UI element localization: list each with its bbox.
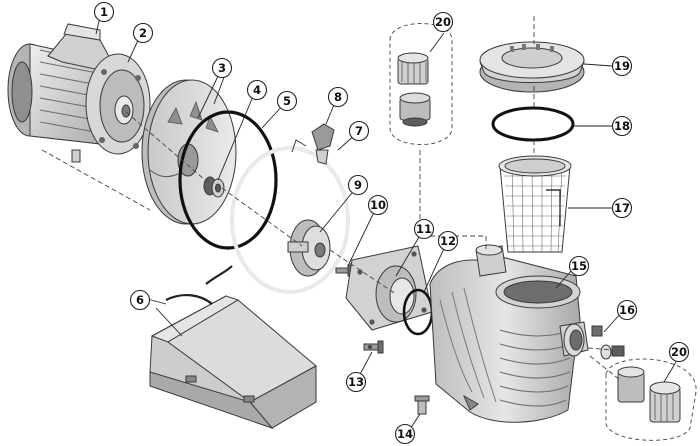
svg-text:7: 7 — [355, 124, 363, 138]
svg-text:20: 20 — [671, 345, 687, 359]
base — [149, 295, 317, 430]
callout-8: 8 — [327, 86, 349, 108]
callout-15: 15 — [568, 255, 590, 277]
svg-text:13: 13 — [348, 375, 364, 389]
callout-11: 11 — [413, 218, 435, 240]
connector — [311, 123, 335, 165]
diffuser-ring — [230, 139, 350, 294]
callout-5: 5 — [276, 90, 298, 112]
svg-text:20: 20 — [435, 15, 451, 29]
strainer-basket — [498, 155, 572, 253]
svg-text:19: 19 — [614, 59, 630, 73]
svg-text:10: 10 — [370, 198, 386, 212]
drain-screw-13 — [363, 340, 384, 354]
mechanical-seal — [203, 176, 225, 198]
callout-12: 12 — [437, 230, 459, 252]
callout-20-bottom: 20 — [668, 341, 690, 363]
callout-6: 6 — [129, 289, 151, 311]
callout-20-top: 20 — [432, 11, 454, 33]
lid-o-ring — [491, 106, 575, 142]
svg-text:15: 15 — [571, 259, 587, 273]
callout-3: 3 — [211, 57, 233, 79]
callout-14: 14 — [394, 423, 416, 445]
impeller — [287, 219, 331, 277]
svg-text:4: 4 — [253, 83, 261, 97]
callout-16: 16 — [616, 299, 638, 321]
large-o-ring — [178, 110, 278, 250]
svg-text:8: 8 — [334, 90, 342, 104]
svg-text:18: 18 — [614, 119, 630, 133]
svg-text:11: 11 — [416, 222, 432, 236]
svg-text:14: 14 — [397, 427, 413, 441]
callout-19: 19 — [611, 55, 633, 77]
callout-4: 4 — [246, 79, 268, 101]
svg-text:9: 9 — [354, 178, 362, 192]
drain-plug-16 — [591, 325, 625, 360]
assembly-lines — [41, 16, 621, 381]
motor — [7, 23, 151, 163]
base-clips — [165, 265, 233, 305]
callout-13: 13 — [345, 371, 367, 393]
callout-1: 1 — [93, 1, 115, 23]
svg-text:12: 12 — [440, 234, 456, 248]
svg-text:17: 17 — [614, 201, 630, 215]
pump-body — [429, 244, 589, 423]
callout-17: 17 — [611, 197, 633, 219]
seal-plate — [141, 79, 237, 225]
union-set-top — [389, 23, 453, 145]
callout-9: 9 — [347, 174, 369, 196]
svg-text:2: 2 — [139, 26, 147, 40]
diffuser — [345, 245, 433, 331]
callout-2: 2 — [132, 22, 154, 44]
callout-10: 10 — [367, 194, 389, 216]
union-set-bottom — [605, 358, 697, 441]
svg-text:3: 3 — [218, 61, 226, 75]
svg-text:1: 1 — [100, 5, 108, 19]
strainer-lid — [479, 41, 585, 93]
callout-18: 18 — [611, 115, 633, 137]
svg-text:6: 6 — [136, 293, 144, 307]
drain-plug-14 — [414, 395, 430, 415]
callout-7: 7 — [348, 120, 370, 142]
svg-text:5: 5 — [283, 94, 291, 108]
svg-text:16: 16 — [619, 303, 635, 317]
